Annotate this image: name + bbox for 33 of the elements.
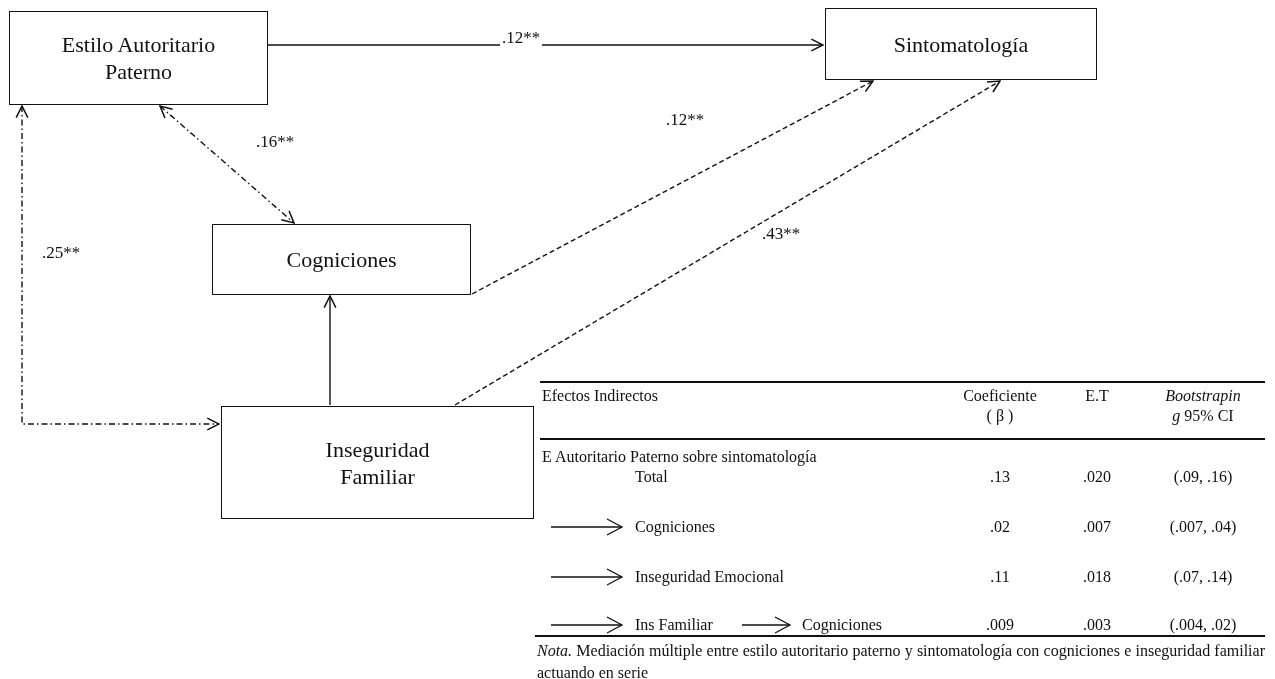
variable-box: Estilo Autoritario Paterno — [9, 11, 268, 105]
table-cell-text: (.007, .04) — [1168, 517, 1238, 537]
table-header: Efectos Indirectos — [542, 386, 658, 406]
arrow — [15, 105, 220, 431]
variable-box: Cogniciones — [212, 224, 471, 295]
arrow — [267, 38, 824, 52]
caption-text: Nota. Mediación múltiple entre estilo autoritario paterno y sintomatología con cogniciones e inseguridad familiar actuando en serie — [537, 641, 1265, 679]
table-cell-text: .009 — [985, 615, 1015, 635]
table-cell-text: (.07, .14) — [1172, 567, 1234, 587]
table-cell-text: .003 — [1082, 615, 1112, 635]
table-cell-text: .020 — [1082, 467, 1112, 487]
variable-box: Sintomatología — [825, 8, 1097, 80]
table-cell-text: (.09, .16) — [1172, 467, 1234, 487]
table-header: Bootstrapin g 95% CI — [1164, 386, 1242, 426]
table-cell: Cogniciones — [635, 517, 715, 537]
table-cell-text: .018 — [1082, 567, 1112, 587]
table-cell: E Autoritario Paterno sobre sintomatología — [542, 447, 817, 467]
arrow — [159, 105, 295, 224]
table-cell-text: .007 — [1082, 517, 1112, 537]
table-cell-text: (.004, .02) — [1168, 615, 1238, 635]
table-cell: Total — [635, 467, 668, 487]
table-cell-text: .11 — [989, 567, 1011, 587]
table-header: Coeficiente ( β ) — [962, 386, 1038, 426]
table-cell: Cogniciones — [802, 615, 882, 635]
arrow — [471, 80, 874, 295]
variable-box: Inseguridad Familiar — [221, 406, 534, 519]
table-cell: Inseguridad Emocional — [635, 567, 784, 587]
arrow — [454, 80, 1001, 406]
table-header: E.T — [1084, 386, 1110, 406]
table-cell: Ins Familiar — [635, 615, 713, 635]
table-cell-text: .02 — [989, 517, 1011, 537]
arrow — [323, 295, 337, 406]
table-cell-text: .13 — [989, 467, 1011, 487]
